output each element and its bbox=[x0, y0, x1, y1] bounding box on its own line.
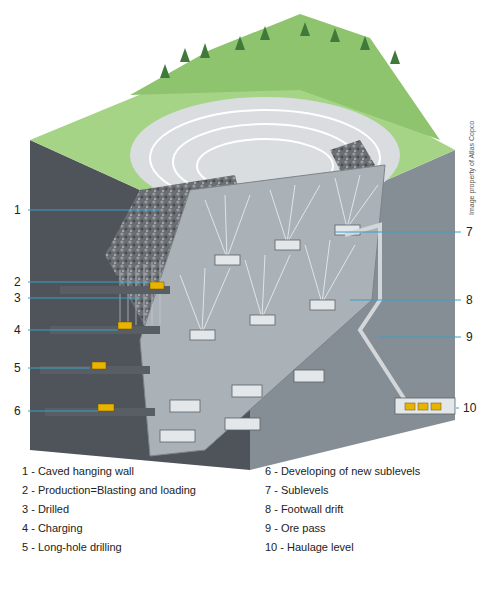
callout-number: 5 bbox=[14, 361, 21, 375]
callout-number: 4 bbox=[14, 323, 21, 337]
callout-number: 7 bbox=[466, 225, 473, 239]
key-entry: 1 - Caved hanging wall bbox=[22, 465, 134, 478]
ore-pass bbox=[345, 225, 405, 400]
drift-levels bbox=[40, 286, 170, 416]
trees bbox=[160, 22, 400, 78]
callout-number: 6 bbox=[14, 404, 21, 418]
callout-number: 2 bbox=[14, 275, 21, 289]
key-entry: 4 - Charging bbox=[22, 522, 83, 535]
ore-body bbox=[140, 165, 385, 456]
key-entry: 8 - Footwall drift bbox=[265, 503, 343, 516]
sublevel-drifts bbox=[160, 225, 360, 442]
callout-number: 8 bbox=[466, 293, 473, 307]
drill-fans bbox=[180, 175, 378, 333]
leader-lines bbox=[28, 210, 461, 411]
key-entry: 3 - Drilled bbox=[22, 503, 69, 516]
callout-number: 9 bbox=[466, 330, 473, 344]
key-entry: 10 - Haulage level bbox=[265, 541, 354, 554]
key-entry: 6 - Developing of new sublevels bbox=[265, 465, 420, 478]
key-entry: 7 - Sublevels bbox=[265, 484, 329, 497]
callout-number: 10 bbox=[463, 401, 476, 415]
callout-number: 3 bbox=[14, 291, 21, 305]
train bbox=[405, 403, 441, 410]
haulage-tunnel bbox=[395, 398, 455, 414]
watermark: Image property of Atlas Copco bbox=[468, 121, 476, 215]
key-entry: 5 - Long-hole drilling bbox=[22, 541, 122, 554]
callout-number: 1 bbox=[14, 203, 21, 217]
vehicles bbox=[92, 282, 164, 411]
key-entry: 9 - Ore pass bbox=[265, 522, 326, 535]
key-entry: 2 - Production=Blasting and loading bbox=[22, 484, 196, 497]
